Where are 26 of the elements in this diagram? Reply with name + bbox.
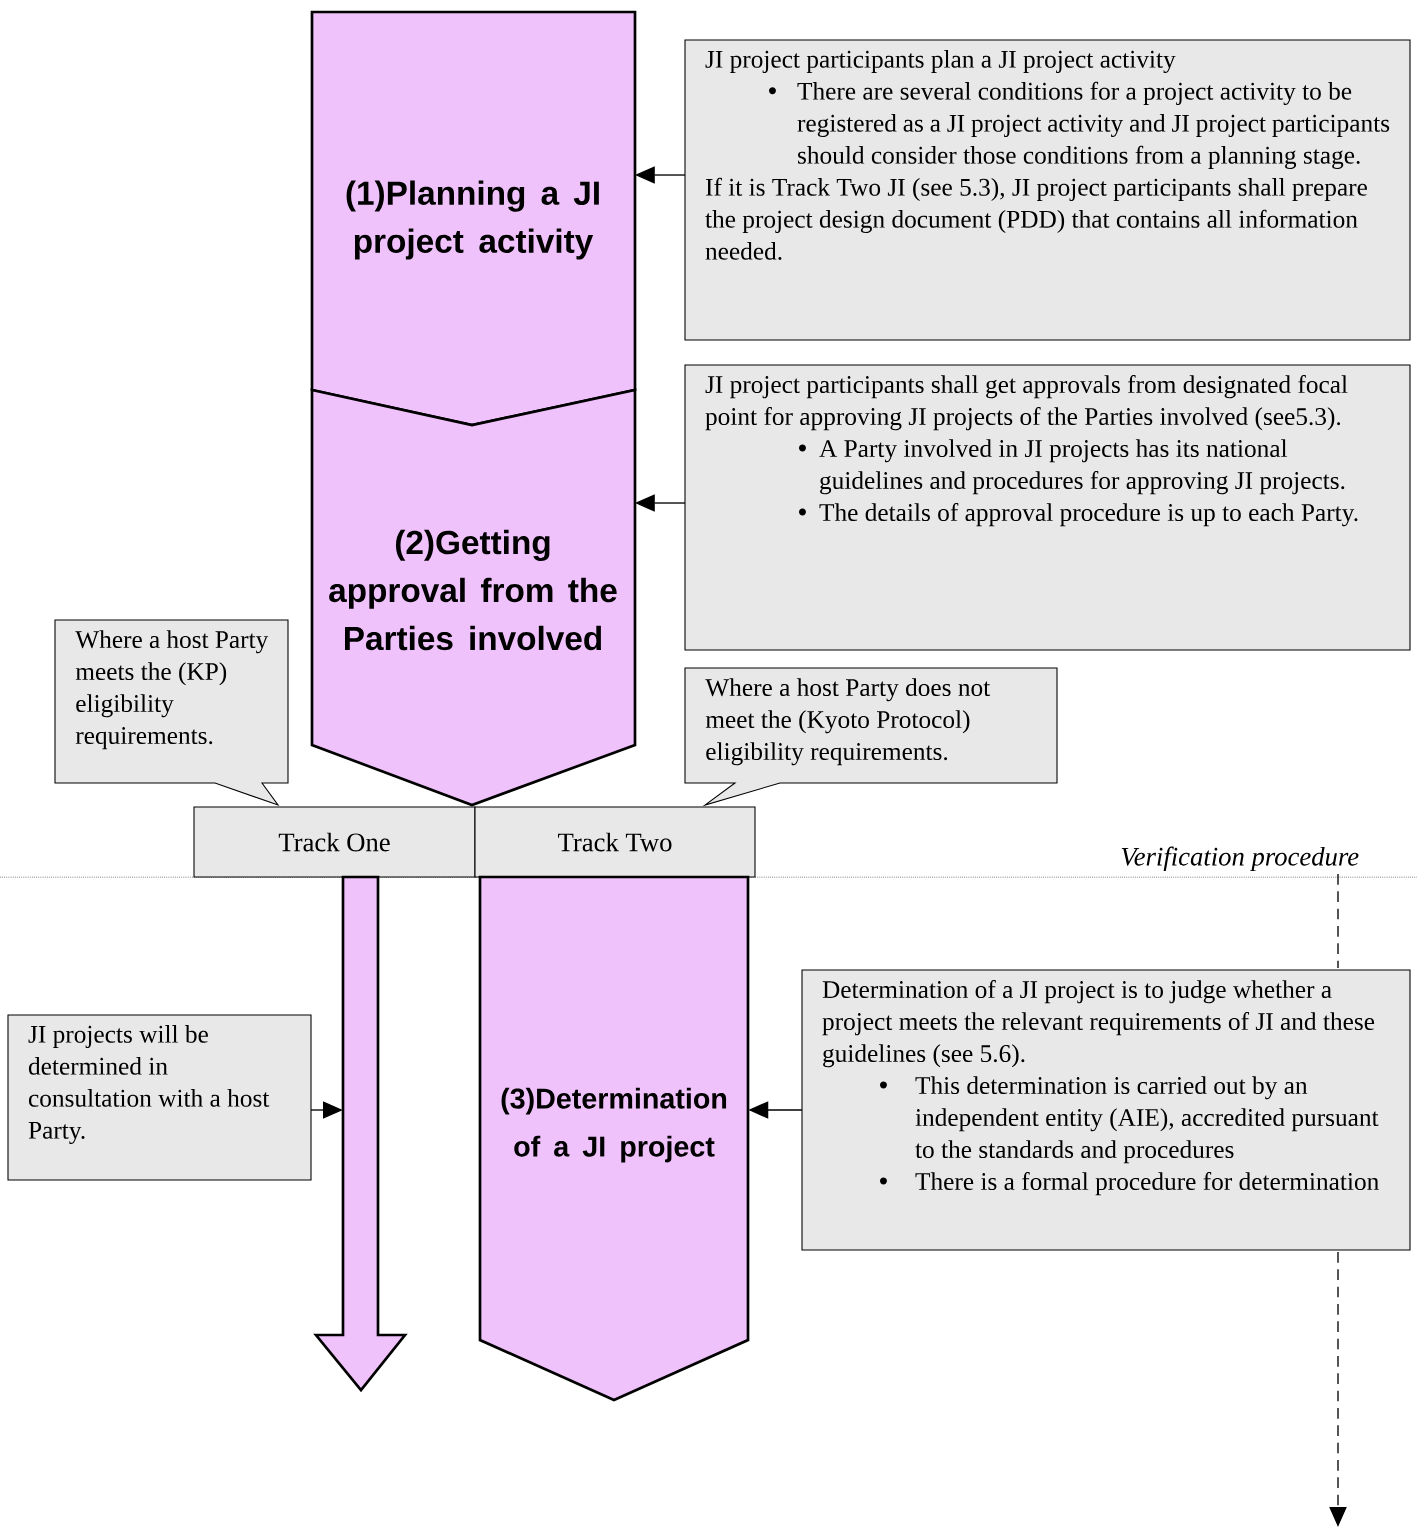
chevron-shape xyxy=(310,10,637,427)
block-arrow xyxy=(313,875,408,1393)
chevron-shape xyxy=(310,388,637,807)
note-text: JI projects will be determined in consultation with a host Party. xyxy=(28,1025,270,1145)
note-text: If it is Track Two JI (see 5.3), JI project participants shall prepare the project design document (PDD) that contains all information needed. xyxy=(705,177,1367,260)
note-text: Where a host Party does not meet the (Kyoto Protocol) eligibility requirements. xyxy=(705,678,991,766)
chevron-shape xyxy=(478,875,750,1402)
step-label: (3)Determination of a JI project xyxy=(501,1087,727,1163)
note-box xyxy=(684,364,1411,651)
note-text: Determination of a JI project is to judge whether a project meets the relevant requirements of JI and these guidelines (see 5.6). xyxy=(822,980,1375,1068)
note-text: JI project participants plan a JI project activity xyxy=(705,50,1176,74)
note-box xyxy=(7,1014,312,1181)
note-text: Where a host Party meets the (KP) eligibility requirements. xyxy=(75,630,269,750)
bullet-text: A Party involved in JI projects has its national guidelines and procedures for approving JI projects. xyxy=(819,439,1345,495)
bullet-text: There is a formal procedure for determination xyxy=(915,1172,1379,1196)
bullet-text: This determination is carried out by an independent entity (AIE), accredited pursuant to the standards and procedures xyxy=(915,1076,1379,1164)
note-box xyxy=(801,969,1411,1251)
note-box xyxy=(684,39,1411,341)
section-label: Verification procedure xyxy=(1121,846,1359,872)
step-label: (2)Getting approval from the Parties involved xyxy=(329,529,617,651)
note-text: JI project participants shall get approvals from designated focal point for approving JI projects of the Parties involved (see5.3). xyxy=(705,375,1348,431)
track-box: Track Two xyxy=(474,806,756,878)
bullet-text: There are several conditions for a project activity to be registered as a JI project activity and JI project participants should consider those conditions from a planning stage. xyxy=(797,81,1390,170)
step-label: (1)Planning a JI project activity xyxy=(346,180,599,260)
bullet-text: The details of approval procedure is up to each Party. xyxy=(819,503,1358,527)
track-box: Track One xyxy=(193,806,476,878)
